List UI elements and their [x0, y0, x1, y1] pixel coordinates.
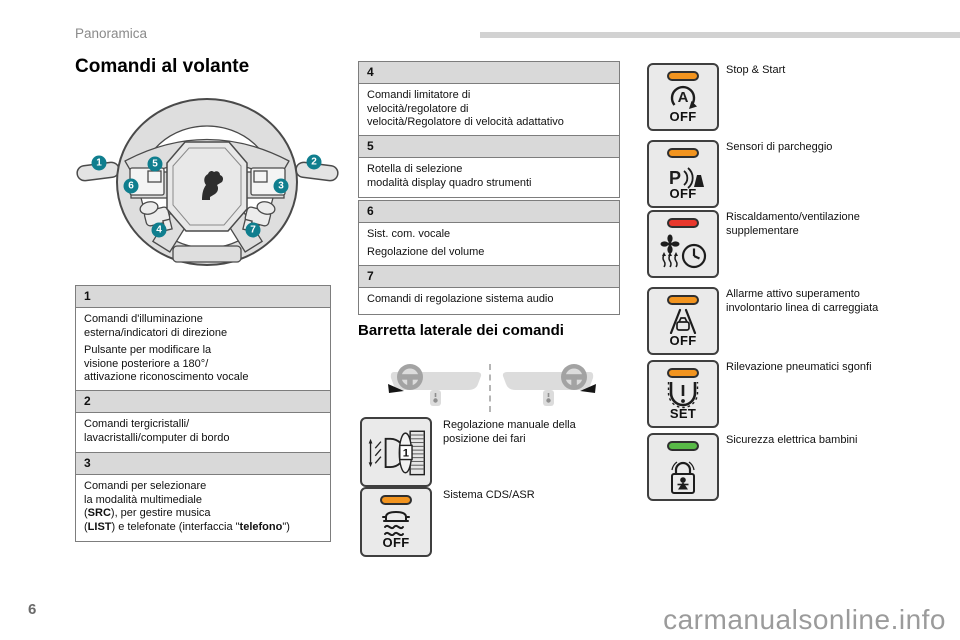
- table-number: 3: [76, 453, 330, 475]
- tyre-deflation-label: Rilevazione pneumatici sgonfi: [726, 361, 872, 373]
- callout-7: 7: [245, 222, 261, 238]
- peugeot-lion-logo: [202, 170, 224, 200]
- headlamp-leveling-label: Regolazione manuale della posizione dei …: [443, 419, 576, 445]
- table-text: Comandi tergicristalli/ lavacristalli/co…: [84, 418, 230, 444]
- dial-value: 1: [403, 448, 409, 460]
- child-safety-control: [647, 433, 719, 501]
- table-number: 4: [359, 62, 619, 84]
- table-text: Rotella di selezione modalità display qu…: [367, 163, 532, 189]
- esc-off-label: OFF: [382, 535, 410, 550]
- callout-4: 4: [151, 222, 167, 238]
- lane-departure-label: Allarme attivo superamento involontario …: [726, 288, 879, 314]
- table-text: Sist. com. vocale: [367, 228, 451, 240]
- led-indicator: [667, 148, 699, 158]
- spec-table-2: 2 Comandi tergicristalli/ lavacristalli/…: [75, 390, 331, 453]
- parking-letter: P: [669, 168, 681, 188]
- parking-sensors-icon: P: [669, 167, 704, 189]
- stop-start-off-label: OFF: [669, 109, 697, 124]
- led-indicator: [667, 295, 699, 305]
- parking-off-label: OFF: [669, 186, 697, 201]
- steering-wheel-illustration: [76, 98, 339, 266]
- parking-sensors-label: Sensori di parcheggio: [726, 141, 833, 153]
- dashboard-position-illustrations: [386, 362, 598, 416]
- parking-sensors-control: P OFF: [647, 140, 719, 208]
- esc-asr-control: OFF: [360, 487, 432, 557]
- table-text: Comandi d'illuminazione esterna/indicato…: [84, 313, 228, 339]
- callout-6: 6: [123, 178, 139, 194]
- page-title: Comandi al volante: [75, 56, 250, 77]
- table-number: 2: [76, 391, 330, 413]
- heading-barretta-laterale: Barretta laterale dei comandi: [358, 322, 564, 339]
- dashed-divider: [489, 364, 491, 412]
- table-text: Comandi per selezionare la modalità mult…: [84, 480, 290, 533]
- tyre-set-label: SET: [669, 406, 697, 421]
- spec-table-1: 1 Comandi d'illuminazione esterna/indica…: [75, 285, 331, 393]
- table-text: Pulsante per modificare la visione poste…: [84, 344, 249, 383]
- watermark: carmanualsonline.info: [663, 604, 946, 635]
- callout-2: 2: [306, 154, 322, 170]
- led-indicator: [667, 368, 699, 378]
- led-indicator: [667, 441, 699, 451]
- lane-departure-control: OFF: [647, 287, 719, 355]
- esc-asr-label: Sistema CDS/ASR: [443, 489, 535, 501]
- header-stripe: [480, 32, 960, 38]
- table-number: 5: [359, 136, 619, 158]
- callout-5: 5: [147, 156, 163, 172]
- spec-table-4: 4 Comandi limitatore di velocità/regolat…: [358, 61, 620, 138]
- callout-3: 3: [273, 178, 289, 194]
- auxiliary-heating-label: Riscaldamento/ventilazione supplementare: [726, 211, 860, 237]
- table-text: Comandi di regolazione sistema audio: [367, 293, 554, 305]
- steering-wheel-diagram: 1 2 3 4 5 6 7: [75, 88, 340, 278]
- lane-departure-icon: [669, 308, 697, 334]
- tyre-deflation-icon: [667, 382, 699, 409]
- esc-asr-icon: [382, 510, 410, 536]
- auxiliary-heating-icon: [660, 234, 707, 269]
- tyre-deflation-control: SET: [647, 360, 719, 428]
- stop-start-letter: A: [678, 89, 689, 106]
- child-safety-icon: [671, 461, 695, 494]
- led-indicator: [667, 71, 699, 81]
- left-hand-drive-illustration: [388, 364, 482, 406]
- table-number: 6: [359, 201, 619, 223]
- page-number: 6: [28, 601, 37, 618]
- table-number: 7: [359, 266, 619, 288]
- child-safety-label: Sicurezza elettrica bambini: [726, 434, 858, 446]
- stop-start-label: Stop & Start: [726, 64, 786, 76]
- spec-table-3: 3 Comandi per selezionare la modalità mu…: [75, 452, 331, 542]
- right-hand-drive-illustration: [502, 364, 596, 406]
- headlamp-leveling-icon: 1: [368, 430, 425, 476]
- spec-table-5: 5 Rotella di selezione modalità display …: [358, 135, 620, 198]
- stop-start-control: A OFF: [647, 63, 719, 131]
- lane-departure-off-label: OFF: [669, 333, 697, 348]
- spec-table-7: 7 Comandi di regolazione sistema audio: [358, 265, 620, 315]
- table-text: Comandi limitatore di velocità/regolator…: [367, 89, 564, 128]
- breadcrumb: Panoramica: [75, 26, 148, 41]
- led-indicator: [380, 495, 412, 505]
- table-text: Regolazione del volume: [367, 245, 485, 258]
- table-number: 1: [76, 286, 330, 308]
- callout-1: 1: [91, 155, 107, 171]
- auxiliary-heating-control: [647, 210, 719, 278]
- stop-start-icon: A: [670, 85, 697, 109]
- spec-table-6: 6 Sist. com. vocale Regolazione del volu…: [358, 200, 620, 267]
- led-indicator: [667, 218, 699, 228]
- headlamp-leveling-control: 1: [360, 417, 432, 487]
